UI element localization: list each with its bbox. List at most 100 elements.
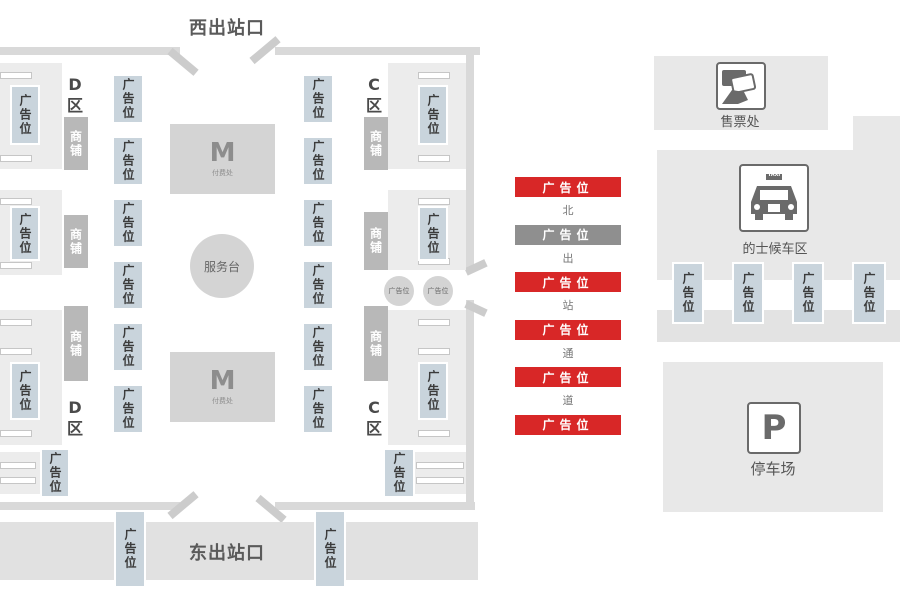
ad-slot[interactable]: 广告位 bbox=[418, 206, 448, 261]
ad-slot[interactable]: 广告位 bbox=[112, 74, 144, 124]
wall-bottom-left bbox=[0, 502, 180, 510]
ad-slot[interactable]: 广告位 bbox=[672, 262, 704, 324]
east-exit-label: 东出站口 bbox=[189, 543, 265, 564]
ad-slot[interactable]: 广告位 bbox=[852, 262, 886, 324]
stripe bbox=[418, 198, 450, 205]
zone-d-qu: 区 bbox=[66, 96, 83, 115]
north-channel-ad-3[interactable]: 广告位 bbox=[515, 272, 621, 292]
round-ad-label: 广告位 bbox=[427, 287, 449, 295]
stripe bbox=[0, 319, 32, 326]
north-channel-ad-2[interactable]: 广告位 bbox=[515, 224, 621, 245]
zone-d-letter: D bbox=[68, 398, 82, 417]
west-exit-label: 西出站口 bbox=[189, 18, 265, 39]
taxi-area-extension bbox=[853, 116, 900, 220]
metro-entrance-north[interactable]: M 付费处 bbox=[170, 124, 275, 194]
ad-slot[interactable]: 广告位 bbox=[112, 322, 144, 372]
ad-slot[interactable]: 广告位 bbox=[302, 136, 334, 186]
zone-c-qu: 区 bbox=[365, 419, 382, 438]
shop-unit[interactable]: 商铺 bbox=[64, 215, 88, 268]
north-channel-char: 出 bbox=[562, 251, 574, 265]
ad-slot[interactable]: 广告位 bbox=[302, 322, 334, 372]
stripe bbox=[418, 348, 450, 355]
wall-right-upper bbox=[466, 47, 474, 272]
shop-unit[interactable]: 商铺 bbox=[364, 306, 388, 381]
round-ad-slot[interactable]: 广告位 bbox=[423, 276, 453, 306]
metro-icon: M bbox=[209, 138, 236, 168]
ad-slot[interactable]: 广告位 bbox=[112, 198, 144, 248]
ad-slot[interactable]: 广告位 bbox=[418, 362, 448, 420]
north-channel-ad-4[interactable]: 广告位 bbox=[515, 319, 621, 340]
stripe bbox=[416, 477, 464, 484]
wall-top-right bbox=[275, 47, 480, 55]
stripe bbox=[418, 155, 450, 162]
c-zone-block-4 bbox=[412, 452, 466, 494]
zone-c-letter: C bbox=[368, 398, 380, 417]
ad-slot[interactable]: 广告位 bbox=[10, 206, 40, 261]
ad-slot[interactable]: 广告位 bbox=[10, 362, 40, 420]
ad-slot[interactable]: 广告位 bbox=[792, 262, 824, 324]
stripe bbox=[0, 462, 36, 469]
ad-slot[interactable]: 广告位 bbox=[112, 260, 144, 310]
zone-c-qu: 区 bbox=[365, 96, 382, 115]
shop-unit[interactable]: 商铺 bbox=[364, 117, 388, 170]
north-channel-char: 北 bbox=[562, 204, 574, 217]
north-channel-ad-1[interactable]: 广告位 bbox=[515, 177, 621, 197]
ticket-icon bbox=[716, 62, 766, 110]
east-exit-corridor bbox=[0, 522, 478, 580]
taxi-icon bbox=[739, 164, 809, 232]
stripe bbox=[0, 72, 32, 79]
wall-top-left bbox=[0, 47, 180, 55]
zone-c-letter: C bbox=[368, 75, 380, 94]
ad-slot[interactable]: 广告位 bbox=[732, 262, 764, 324]
gate-west-left bbox=[167, 47, 199, 76]
zone-d-qu: 区 bbox=[66, 419, 83, 438]
ad-slot[interactable]: 广告位 bbox=[10, 85, 40, 145]
metro-entrance-south[interactable]: M 付费处 bbox=[170, 352, 275, 422]
stripe bbox=[416, 462, 464, 469]
taxi-sign-text: TAXI bbox=[767, 172, 781, 178]
stripe bbox=[0, 348, 32, 355]
ad-slot[interactable]: 广告位 bbox=[302, 198, 334, 248]
parking-icon: P bbox=[747, 402, 801, 454]
taxi-waiting-label: 的士候车区 bbox=[742, 242, 808, 257]
ad-slot[interactable]: 广告位 bbox=[383, 448, 415, 498]
d-zone-block-4 bbox=[0, 452, 40, 494]
north-channel-char: 道 bbox=[562, 394, 574, 407]
zone-d-letter: D bbox=[68, 75, 82, 94]
north-channel-char: 站 bbox=[562, 299, 574, 312]
stripe bbox=[0, 477, 36, 484]
wall-bottom-right bbox=[275, 502, 475, 510]
north-channel-char: 通 bbox=[562, 346, 574, 360]
service-desk-label: 服务台 bbox=[203, 259, 240, 274]
stripe bbox=[0, 155, 32, 162]
metro-sub-label: 付费处 bbox=[212, 397, 233, 405]
ad-slot[interactable]: 广告位 bbox=[112, 384, 144, 434]
ad-slot[interactable]: 广告位 bbox=[302, 74, 334, 124]
ad-slot[interactable]: 广告位 bbox=[302, 260, 334, 310]
service-desk[interactable]: 服务台 bbox=[190, 234, 254, 298]
shop-unit[interactable]: 商铺 bbox=[64, 117, 88, 170]
ad-slot[interactable]: 广告位 bbox=[40, 448, 70, 498]
ad-slot[interactable]: 广告位 bbox=[114, 510, 146, 588]
ad-slot[interactable]: 广告位 bbox=[112, 136, 144, 186]
shop-unit[interactable]: 商铺 bbox=[64, 306, 88, 381]
shop-unit[interactable]: 商铺 bbox=[364, 212, 388, 270]
parking-label: 停车场 bbox=[750, 460, 796, 478]
stripe bbox=[418, 72, 450, 79]
round-ad-slot[interactable]: 广告位 bbox=[384, 276, 414, 306]
ad-slot[interactable]: 广告位 bbox=[314, 510, 346, 588]
stripe bbox=[0, 198, 32, 205]
stripe bbox=[418, 319, 450, 326]
wall-right-lower bbox=[466, 300, 474, 510]
metro-icon: M bbox=[209, 366, 236, 396]
north-channel-ad-6[interactable]: 广告位 bbox=[515, 414, 621, 435]
ticket-office-label: 售票处 bbox=[720, 115, 760, 130]
ad-slot[interactable]: 广告位 bbox=[302, 384, 334, 434]
stripe bbox=[0, 262, 32, 269]
stripe bbox=[418, 430, 450, 437]
stripe bbox=[0, 430, 32, 437]
north-channel-ad-5[interactable]: 广告位 bbox=[515, 367, 621, 387]
ad-slot[interactable]: 广告位 bbox=[418, 85, 448, 145]
metro-sub-label: 付费处 bbox=[212, 169, 233, 177]
round-ad-label: 广告位 bbox=[388, 287, 410, 295]
